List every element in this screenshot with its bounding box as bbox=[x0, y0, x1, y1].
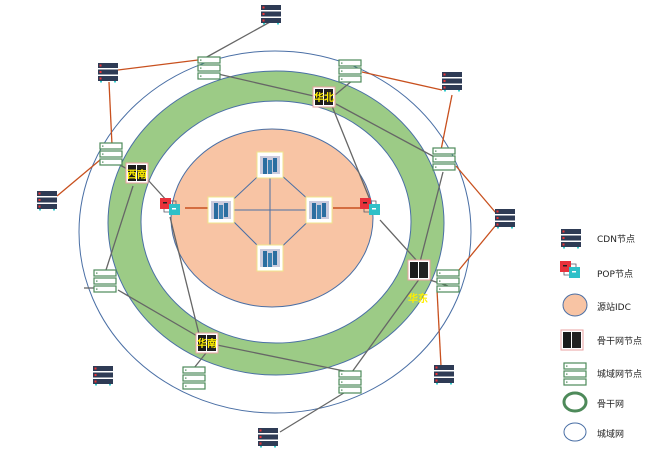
backbone-ring bbox=[107, 70, 445, 376]
backbone-node-south: 华南 bbox=[195, 332, 219, 354]
metro-ring bbox=[78, 50, 472, 414]
metro-node bbox=[338, 370, 362, 394]
metro-node bbox=[436, 269, 460, 293]
legend-cdn-icon bbox=[561, 229, 581, 249]
idc-server-top bbox=[256, 151, 284, 179]
legend-metro-node-label: 城域网节点 bbox=[597, 370, 643, 380]
metro-node bbox=[99, 142, 123, 166]
backbone-node-north: 华北 bbox=[312, 86, 336, 108]
metro-node bbox=[197, 56, 221, 80]
region-label: 西南 bbox=[127, 168, 147, 181]
region-label: 华南 bbox=[197, 337, 217, 350]
legend-backbone-node-label: 骨干网节点 bbox=[597, 337, 643, 347]
idc-server-left bbox=[207, 196, 235, 224]
legend-backbone-label: 骨干网 bbox=[597, 400, 625, 410]
legend-backbone-node-icon bbox=[560, 329, 584, 351]
cdn-links bbox=[56, 59, 497, 367]
metro-node bbox=[338, 59, 362, 83]
legend-pop-icon bbox=[559, 260, 581, 279]
cdn-node bbox=[442, 72, 462, 92]
legend-cdn-label: CDN节点 bbox=[597, 235, 635, 245]
region-label: 华北 bbox=[314, 91, 334, 104]
cdn-node bbox=[258, 428, 278, 448]
cdn-node bbox=[93, 366, 113, 386]
metro-node bbox=[93, 269, 117, 293]
cdn-node bbox=[434, 365, 454, 385]
legend-backbone-icon bbox=[562, 391, 588, 413]
cdn-node bbox=[495, 209, 515, 229]
metro-node bbox=[182, 366, 206, 390]
idc-area bbox=[170, 128, 374, 308]
legend-pop-label: POP节点 bbox=[597, 270, 633, 280]
metro-node bbox=[432, 147, 456, 171]
backbone-node-southwest: 西南 bbox=[125, 162, 149, 184]
legend-idc-icon bbox=[562, 293, 588, 317]
cdn-node bbox=[37, 191, 57, 211]
backbone-links bbox=[84, 21, 449, 433]
idc-server-right bbox=[305, 196, 333, 224]
region-label: 华东 bbox=[408, 292, 428, 305]
legend-metro-label: 城域网 bbox=[597, 430, 625, 440]
legend-metro-icon bbox=[563, 422, 587, 442]
legend-idc-label: 源站IDC bbox=[597, 303, 631, 313]
cdn-node bbox=[261, 5, 281, 25]
legend-metro-node-icon bbox=[563, 362, 587, 386]
cdn-node bbox=[98, 63, 118, 83]
idc-server-bottom bbox=[256, 244, 284, 272]
backbone-node-east: 华东 bbox=[407, 259, 431, 305]
